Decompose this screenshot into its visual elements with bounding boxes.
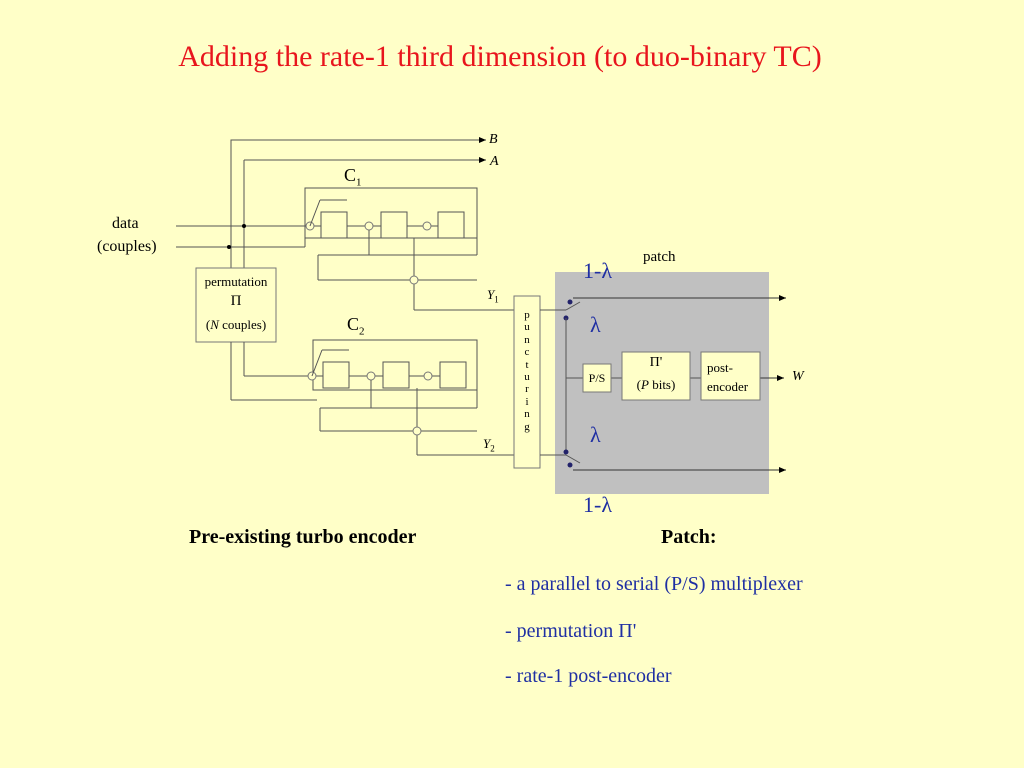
caption-patch: Patch:: [661, 526, 717, 548]
data-label: data: [112, 215, 139, 232]
output-w-label: W: [792, 369, 804, 384]
post-encoder-label-1: post-: [707, 360, 733, 375]
caption-pre-existing-encoder: Pre-existing turbo encoder: [189, 526, 417, 548]
output-b-label: B: [489, 132, 498, 147]
encoder-c2: [231, 339, 514, 456]
puncturing-letter: r: [525, 383, 529, 396]
slide-title: Adding the rate-1 third dimension (to du…: [178, 40, 822, 73]
puncturing-letter: c: [524, 346, 530, 359]
c2-label: C2: [347, 314, 365, 338]
permutation-label: permutation: [204, 274, 268, 289]
pi-prime-bits-label: (P bits): [636, 377, 676, 392]
y2-label: Y2: [483, 436, 495, 454]
puncturing-letter: n: [524, 333, 530, 346]
puncturing-letter: n: [524, 408, 530, 421]
lambda-top: λ: [590, 312, 601, 337]
puncturing-letter: i: [525, 395, 529, 408]
one-minus-lambda-top: 1-λ: [583, 258, 612, 283]
output-line-b: [230, 137, 486, 295]
couples-label: (couples): [97, 238, 157, 255]
lambda-bottom: λ: [590, 422, 601, 447]
y1-label: Y1: [487, 287, 499, 305]
permutation-n-couples-label: (N couples): [205, 317, 267, 332]
encoder-c1: [304, 187, 514, 311]
pi-prime-label: Π': [649, 355, 663, 370]
post-encoder-box: [700, 351, 761, 401]
puncturing-letter: t: [525, 358, 529, 371]
output-a-label: A: [490, 154, 499, 169]
puncturing-letter: u: [524, 371, 530, 384]
permutation-box: [195, 267, 277, 343]
ps-box: [582, 363, 612, 393]
puncturing-box: [513, 295, 541, 469]
one-minus-lambda-bottom: 1-λ: [583, 492, 612, 517]
post-encoder-label-2: encoder: [707, 379, 749, 394]
patch-label: patch: [643, 249, 676, 265]
patch-item-ps: - a parallel to serial (P/S) multiplexer: [505, 573, 803, 595]
patch-wiring: [540, 295, 786, 473]
patch-item-permutation: - permutation Π': [505, 620, 637, 642]
pi-prime-box: [621, 351, 691, 401]
puncturing-letter: p: [524, 309, 530, 321]
permutation-pi-label: Π: [230, 293, 242, 309]
c1-label: C1: [344, 165, 362, 189]
ps-label: P/S: [588, 371, 606, 385]
patch-item-post-encoder: - rate-1 post-encoder: [505, 665, 672, 687]
puncturing-letter: g: [524, 420, 530, 433]
puncturing-letter: u: [524, 321, 530, 334]
